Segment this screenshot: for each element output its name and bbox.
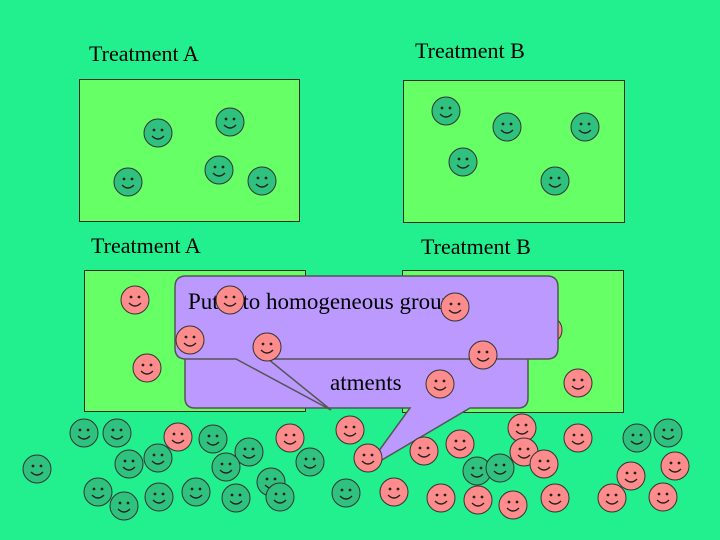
smiley-face-icon	[563, 368, 593, 398]
smiley-face-icon	[69, 418, 99, 448]
smiley-face-icon	[221, 483, 251, 513]
smiley-face-icon	[648, 482, 678, 512]
smiley-face-icon	[144, 482, 174, 512]
smiley-face-icon	[622, 423, 652, 453]
smiley-face-icon	[247, 166, 277, 196]
smiley-face-icon	[529, 449, 559, 479]
smiley-face-icon	[353, 443, 383, 473]
smiley-face-icon	[198, 424, 228, 454]
smiley-face-icon	[163, 422, 193, 452]
smiley-face-icon	[379, 477, 409, 507]
smiley-face-icon	[22, 454, 52, 484]
smiley-face-icon	[448, 147, 478, 177]
smiley-face-icon	[132, 353, 162, 383]
smiley-face-icon	[570, 112, 600, 142]
smiley-face-icon	[275, 423, 305, 453]
smiley-face-icon	[143, 443, 173, 473]
smiley-face-icon	[83, 477, 113, 507]
smiley-face-icon	[175, 325, 205, 355]
smiley-face-icon	[211, 452, 241, 482]
treatment-a-label-top: Treatment A	[89, 41, 199, 66]
smiley-face-icon	[181, 477, 211, 507]
smiley-face-icon	[295, 447, 325, 477]
smiley-face-icon	[102, 418, 132, 448]
smiley-face-icon	[498, 490, 528, 520]
smiley-face-icon	[335, 415, 365, 445]
smiley-face-icon	[204, 155, 234, 185]
smiley-face-icon	[426, 483, 456, 513]
smiley-face-icon	[653, 418, 683, 448]
smiley-face-icon	[563, 423, 593, 453]
smiley-face-icon	[445, 429, 475, 459]
smiley-face-icon	[440, 292, 470, 322]
smiley-face-icon	[234, 437, 264, 467]
smiley-face-icon	[252, 332, 282, 362]
smiley-face-icon	[114, 449, 144, 479]
smiley-face-icon	[109, 491, 139, 521]
smiley-face-icon	[265, 482, 295, 512]
smiley-face-icon	[425, 369, 455, 399]
smiley-face-icon	[540, 166, 570, 196]
smiley-face-icon	[120, 285, 150, 315]
smiley-face-icon	[215, 285, 245, 315]
smiley-face-icon	[468, 340, 498, 370]
smiley-face-icon	[215, 107, 245, 137]
treatment-a-label-mid: Treatment A	[91, 233, 201, 258]
smiley-face-icon	[463, 485, 493, 515]
smiley-face-icon	[616, 461, 646, 491]
smiley-face-icon	[492, 112, 522, 142]
smiley-face-icon	[597, 483, 627, 513]
callout-back-text: atments	[330, 370, 402, 395]
smiley-face-icon	[660, 451, 690, 481]
treatment-b-label-mid: Treatment B	[421, 234, 531, 259]
smiley-face-icon	[507, 413, 537, 443]
smiley-face-icon	[431, 96, 461, 126]
smiley-face-icon	[485, 453, 515, 483]
smiley-face-icon	[113, 167, 143, 197]
smiley-face-icon	[143, 118, 173, 148]
smiley-face-icon	[409, 436, 439, 466]
treatment-a-box-top	[79, 79, 300, 222]
smiley-face-icon	[331, 478, 361, 508]
smiley-face-icon	[540, 483, 570, 513]
treatment-b-label-top: Treatment B	[415, 38, 525, 63]
